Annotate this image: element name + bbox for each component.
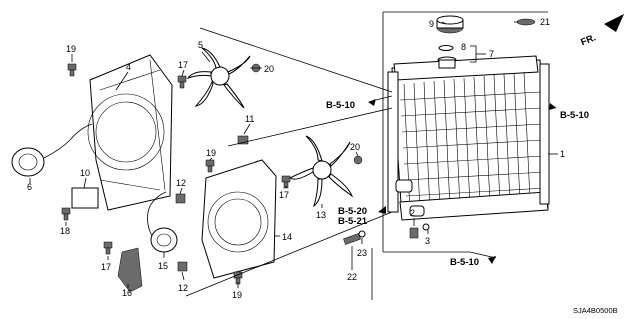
radiator-core (399, 71, 547, 213)
callout-11: 11 (245, 114, 254, 124)
callout-1: 1 (560, 149, 565, 159)
callout-5: 5 (198, 40, 203, 50)
callout-23: 23 (357, 248, 367, 258)
callout-7: 7 (489, 49, 494, 59)
front-label: FR. (579, 32, 597, 48)
callout-4: 4 (126, 62, 131, 72)
callout-19c: 19 (232, 290, 242, 300)
fan-motor-right (147, 191, 178, 253)
callout-13: 13 (316, 210, 326, 220)
callout-21: 21 (540, 17, 550, 27)
ref-b-5-10-bottom: B-5-10 (450, 257, 479, 268)
callout-14: 14 (282, 232, 292, 242)
diagram-code: SJA4B0500B (573, 306, 618, 315)
motor-bracket (117, 247, 143, 293)
callout-10: 10 (80, 168, 90, 178)
callout-numbers: 1 2 3 4 5 6 7 8 9 10 11 12 12 13 14 15 1… (27, 17, 565, 300)
callout-17a: 17 (178, 60, 188, 70)
ref-b-5-21: B-5-21 (338, 216, 368, 227)
callout-19b: 19 (206, 148, 216, 158)
ref-b-5-10-left: B-5-10 (326, 100, 355, 111)
o-ring (438, 45, 454, 51)
radiator (382, 11, 558, 253)
fan-motor-left (11, 123, 93, 177)
callout-6: 6 (27, 182, 32, 192)
callout-19a: 19 (66, 44, 76, 54)
radiator-cap (436, 15, 464, 34)
callout-17c: 17 (279, 190, 289, 200)
fan-blade-left (186, 47, 251, 109)
ref-b-5-10-right: B-5-10 (560, 110, 589, 121)
callout-20b: 20 (350, 142, 360, 152)
callout-9: 9 (429, 19, 434, 29)
leader-lines (29, 21, 557, 300)
connector-bracket (71, 187, 99, 209)
callout-16: 16 (122, 288, 132, 298)
fan-shroud-left (87, 54, 173, 211)
callout-3: 3 (425, 236, 430, 246)
callout-8: 8 (461, 42, 466, 52)
callout-2: 2 (410, 208, 415, 218)
cushion (516, 18, 536, 26)
front-direction-indicator: FR. (579, 14, 624, 48)
callout-22: 22 (347, 272, 357, 282)
callout-12b: 12 (178, 283, 188, 293)
callout-15: 15 (158, 261, 168, 271)
callout-12a: 12 (176, 178, 186, 188)
reference-labels: B-5-10 B-5-10 B-5-20 B-5-21 B-5-10 (326, 99, 589, 268)
callout-18: 18 (60, 226, 70, 236)
fan-blade-right (289, 135, 354, 208)
fan-shroud-right (201, 159, 277, 279)
filler-neck (437, 56, 457, 69)
callout-17b: 17 (101, 262, 111, 272)
ref-b-5-20: B-5-20 (338, 206, 367, 217)
callout-20a: 20 (264, 64, 274, 74)
